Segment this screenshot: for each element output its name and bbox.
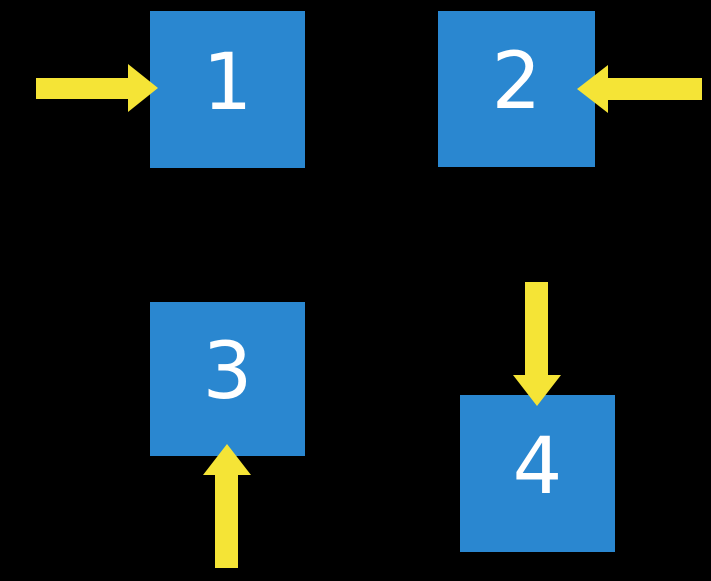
arrow-left-icon — [577, 65, 608, 113]
arrow-up-icon — [203, 444, 251, 475]
square-2: 2 — [438, 11, 595, 167]
arrow-down-icon — [525, 282, 548, 375]
square-2-label: 2 — [491, 37, 542, 127]
square-1-label: 1 — [202, 37, 253, 128]
square-3-label: 3 — [202, 327, 253, 417]
square-1: 1 — [150, 11, 305, 168]
square-4-label: 4 — [512, 421, 563, 512]
arrow-up-icon — [215, 475, 238, 568]
arrow-right-icon — [128, 64, 158, 112]
arrow-down-icon — [513, 375, 561, 406]
square-3: 3 — [150, 302, 305, 456]
square-4: 4 — [460, 395, 615, 552]
arrow-right-icon — [36, 78, 128, 99]
arrow-left-icon — [608, 78, 702, 100]
